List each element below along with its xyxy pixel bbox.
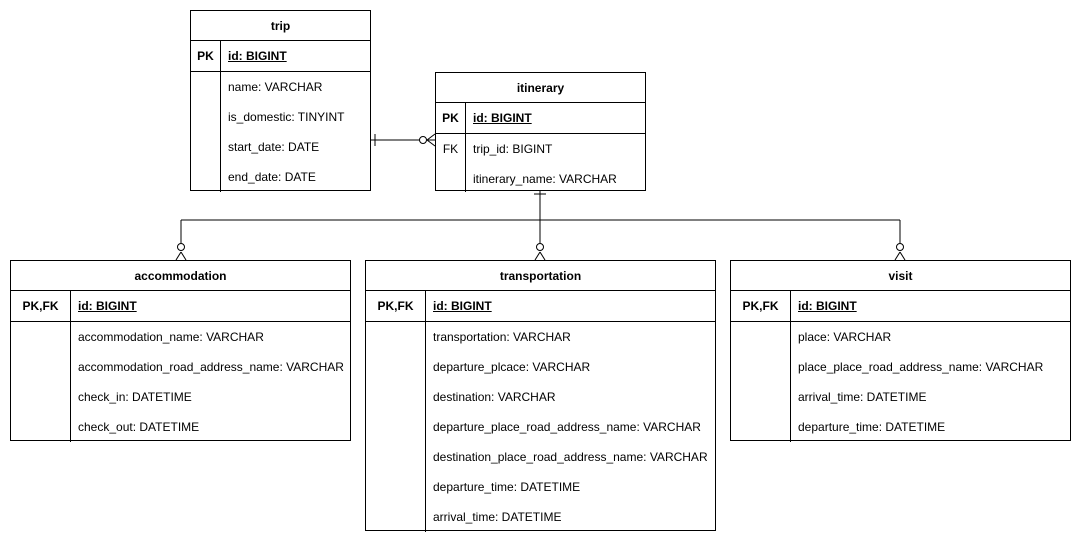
entity-accommodation[interactable]: accommodation PK,FK id: BIGINT accommoda… (10, 260, 351, 442)
pk-section: PK,FK id: BIGINT (11, 291, 350, 322)
fk-label: FK (442, 142, 459, 156)
field-row: place_place_road_address_name: VARCHAR (798, 360, 1044, 374)
fields-section: FK trip_id: BIGINT itinerary_name: VARCH… (436, 134, 645, 194)
zero-marker (896, 243, 904, 251)
pk-label: PK (442, 111, 459, 125)
field-row: check_out: DATETIME (78, 420, 200, 434)
entity-trip[interactable]: trip PK id: BIGINT name: VARCHAR is_dome… (190, 10, 371, 192)
field-row: start_date: DATE (228, 140, 320, 154)
field-row: accommodation_name: VARCHAR (78, 330, 264, 344)
entity-title: itinerary (436, 73, 645, 103)
pk-field: id: BIGINT (473, 111, 532, 125)
field-row: place: VARCHAR (798, 330, 892, 344)
pk-field: id: BIGINT (798, 299, 857, 313)
field-row: check_in: DATETIME (78, 390, 192, 404)
field-row: arrival_time: DATETIME (433, 510, 562, 524)
field-row: transportation: VARCHAR (433, 330, 571, 344)
field-row: name: VARCHAR (228, 80, 323, 94)
trip-itinerary-relation (371, 133, 436, 147)
field-row: itinerary_name: VARCHAR (473, 172, 617, 186)
field-row: destination: VARCHAR (433, 390, 556, 404)
fields-section: transportation: VARCHAR departure_plcace… (366, 322, 715, 532)
itinerary-children-relation (175, 190, 906, 261)
entity-title: accommodation (11, 261, 350, 291)
pk-label: PK (197, 49, 214, 63)
field-row: departure_plcace: VARCHAR (433, 360, 591, 374)
zero-marker (177, 243, 185, 251)
entity-itinerary[interactable]: itinerary PK id: BIGINT FK trip_id: BIGI… (435, 72, 646, 194)
pk-section: PK,FK id: BIGINT (366, 291, 715, 322)
pk-label: PK,FK (22, 299, 59, 313)
pk-field: id: BIGINT (78, 299, 137, 313)
field-row: trip_id: BIGINT (473, 142, 553, 156)
entity-transportation[interactable]: transportation PK,FK id: BIGINT transpor… (365, 260, 716, 532)
pk-section: PK,FK id: BIGINT (731, 291, 1070, 322)
fields-section: accommodation_name: VARCHAR accommodatio… (11, 322, 350, 442)
entity-title: visit (731, 261, 1070, 291)
field-row: end_date: DATE (228, 170, 316, 184)
pk-field: id: BIGINT (228, 49, 287, 63)
fields-section: name: VARCHAR is_domestic: TINYINT start… (191, 72, 370, 192)
pk-label: PK,FK (377, 299, 414, 313)
pk-field: id: BIGINT (433, 299, 492, 313)
zero-marker (536, 243, 544, 251)
field-row: is_domestic: TINYINT (228, 110, 345, 124)
fields-section: place: VARCHAR place_place_road_address_… (731, 322, 1070, 442)
field-row: accommodation_road_address_name: VARCHAR (78, 360, 344, 374)
field-row: departure_time: DATETIME (433, 480, 581, 494)
field-row: departure_place_road_address_name: VARCH… (433, 420, 701, 434)
entity-title: trip (191, 11, 370, 41)
field-row: departure_time: DATETIME (798, 420, 946, 434)
entity-visit[interactable]: visit PK,FK id: BIGINT place: VARCHAR pl… (730, 260, 1071, 442)
entity-title: transportation (366, 261, 715, 291)
field-row: arrival_time: DATETIME (798, 390, 927, 404)
zero-marker (419, 136, 427, 144)
pk-section: PK id: BIGINT (191, 41, 370, 72)
pk-label: PK,FK (742, 299, 779, 313)
field-row: destination_place_road_address_name: VAR… (433, 450, 708, 464)
pk-section: PK id: BIGINT (436, 103, 645, 134)
